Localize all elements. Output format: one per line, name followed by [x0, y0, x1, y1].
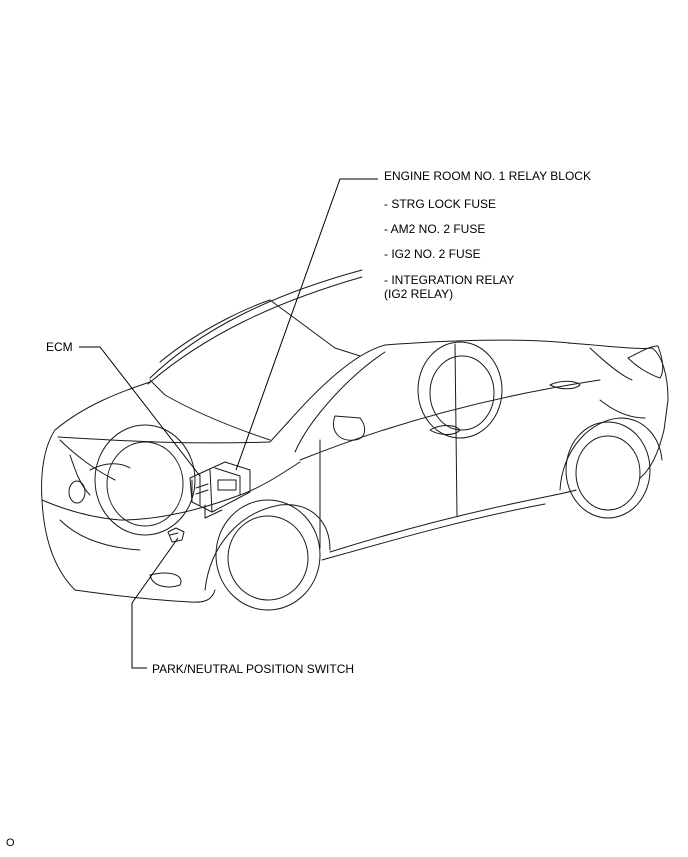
ecm-label: ECM: [46, 340, 73, 354]
car-body: [41, 269, 669, 611]
ecm-and-relay-block-component: [189, 461, 251, 519]
park-neutral-leader-line: [131, 537, 179, 669]
am2-fuse-label: - AM2 NO. 2 FUSE: [384, 222, 486, 236]
ecm-leader-line: [79, 346, 201, 477]
park-neutral-switch-component: [167, 527, 185, 543]
corner-mark: O: [6, 837, 15, 849]
ig2-fuse-label: - IG2 NO. 2 FUSE: [384, 247, 481, 261]
integration-relay-label: - INTEGRATION RELAY: [384, 273, 515, 287]
relay-block-label: ENGINE ROOM NO. 1 RELAY BLOCK: [384, 169, 591, 183]
ig2-relay-label: (IG2 RELAY): [384, 287, 454, 301]
relay-block-leader-line: [235, 178, 378, 471]
park-neutral-switch-label: PARK/NEUTRAL POSITION SWITCH: [152, 662, 355, 676]
strg-lock-fuse-label: - STRG LOCK FUSE: [384, 197, 497, 211]
